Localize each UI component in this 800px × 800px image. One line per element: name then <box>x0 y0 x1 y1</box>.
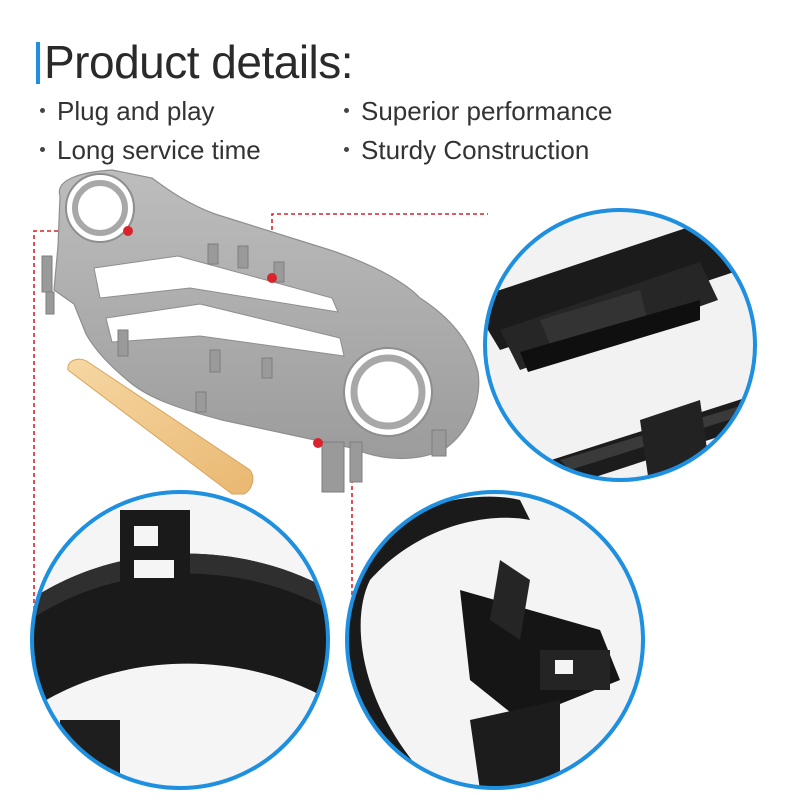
marker-dot-icon <box>313 438 323 448</box>
marker-dot-icon <box>123 226 133 236</box>
panel-opening-upper <box>93 255 339 313</box>
feature-label: Plug and play <box>57 96 215 126</box>
trim-panel-image <box>41 169 480 493</box>
feature-label: Long service time <box>57 135 261 165</box>
bullet-icon <box>344 107 349 113</box>
panel-clips <box>41 243 447 493</box>
bullet-icon <box>40 107 45 113</box>
pry-tool-image <box>67 358 254 495</box>
panel-opening-lower <box>105 303 345 357</box>
feature-label: Superior performance <box>361 96 613 126</box>
detail-zoom-ring-clip <box>30 490 330 790</box>
bullet-icon <box>40 146 45 152</box>
feature-label: Sturdy Construction <box>361 135 590 165</box>
feature-item-sturdy-construction: Sturdy Construction <box>344 134 589 166</box>
callout-line-top <box>271 213 488 272</box>
feature-item-plug-and-play: Plug and play <box>40 95 215 127</box>
detail-zoom-bracket <box>345 490 645 790</box>
page-title: Product details: <box>44 36 354 88</box>
bullet-icon <box>344 146 349 152</box>
marker-dot-icon <box>267 273 277 283</box>
title-accent-bar <box>36 42 40 84</box>
detail-zoom-clip-edge <box>483 208 757 482</box>
feature-item-superior-performance: Superior performance <box>344 95 612 127</box>
feature-item-long-service-time: Long service time <box>40 134 261 166</box>
